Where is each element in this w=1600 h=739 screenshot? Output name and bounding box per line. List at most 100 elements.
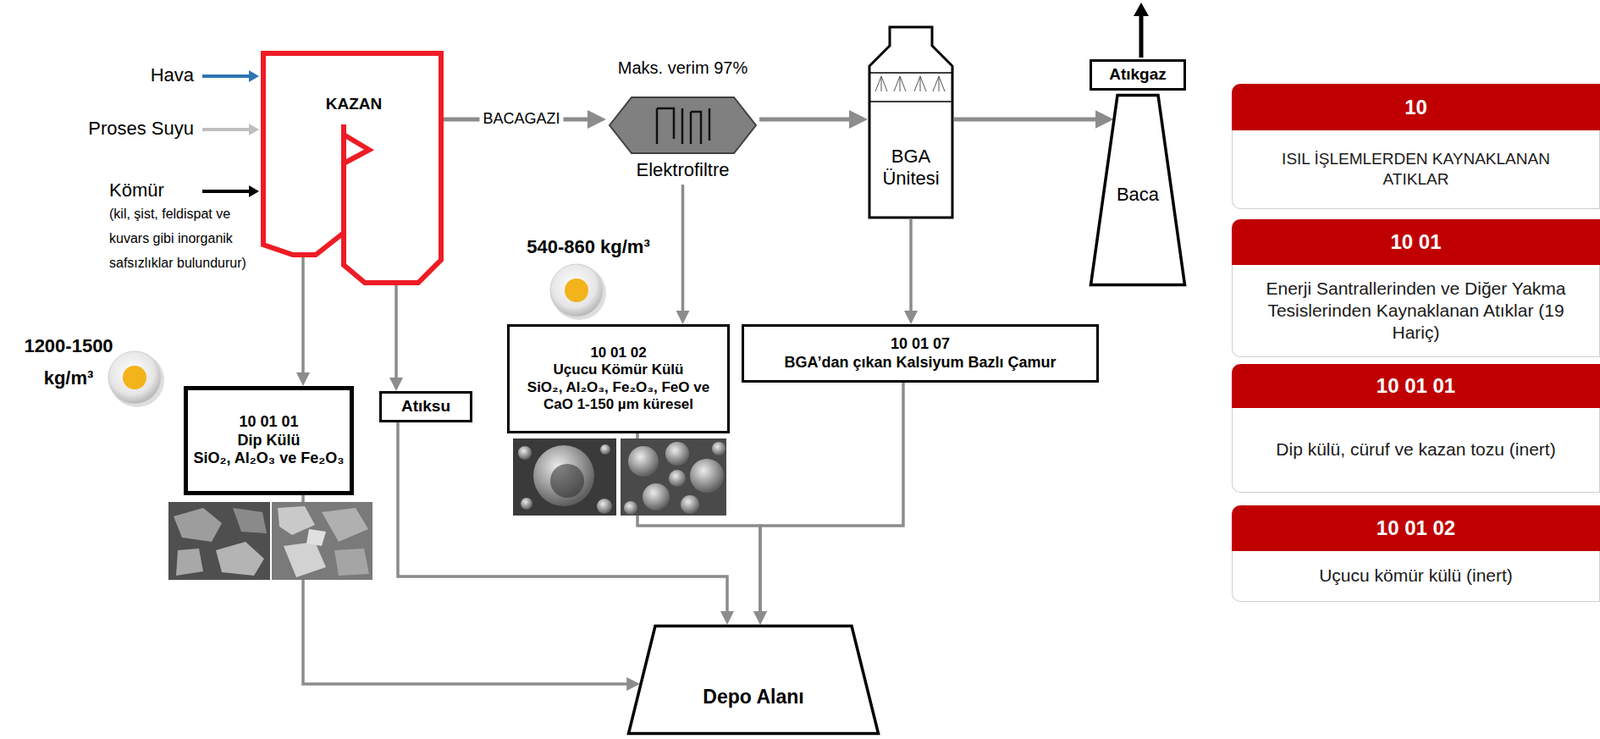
box-text: 10 01 02	[590, 344, 646, 362]
sem-particle	[176, 548, 204, 576]
shape-text: BGA Ünitesi	[874, 145, 948, 190]
flow-arrow	[909, 219, 913, 318]
sem-particle	[215, 541, 265, 576]
spray-level	[869, 72, 953, 102]
filter-hexagon	[609, 97, 756, 154]
card-header: 10	[1231, 83, 1600, 131]
flow-arrow	[681, 184, 685, 318]
box-text: Dip Külü	[237, 431, 301, 451]
sem-image	[168, 502, 271, 580]
boiler-unit: KAZAN	[259, 50, 444, 286]
electrostatic-filter: Maks. verim 97% Elektrofiltre	[606, 55, 760, 183]
flow-arrow	[954, 117, 1105, 122]
note-text: (kil, şist, feldispat ve kuvars gibi ino…	[109, 201, 255, 276]
sem-sphere	[623, 501, 638, 515]
sem-sphere	[680, 495, 700, 514]
spray-nozzles	[875, 76, 945, 92]
code-card: 10 01Enerji Santrallerinden ve Diğer Yak…	[1231, 219, 1600, 358]
sem-particle	[321, 507, 369, 542]
input-label: Kömür	[109, 179, 211, 202]
density-label: 1200-1500 kg/m³	[5, 330, 133, 395]
ash-icon	[550, 264, 603, 317]
card-header: 10 01 02	[1231, 505, 1600, 552]
sem-particle	[334, 548, 370, 576]
code-card: 10 01 02Uçucu kömür külü (inert)	[1231, 505, 1600, 602]
box-text: Uçucu Kömür Külü	[553, 361, 685, 379]
shape-text: Elektrofiltre	[606, 159, 760, 182]
air-input-head	[248, 70, 260, 83]
code-card: 10ISIL İŞLEMLERDEN KAYNAKLANAN ATIKLAR	[1231, 83, 1600, 210]
input-label: Hava	[84, 64, 194, 87]
box-text: Atıksu	[401, 397, 451, 417]
shape-text: Baca	[1106, 183, 1170, 206]
sem-sphere	[533, 445, 595, 507]
water-input-head	[248, 123, 260, 136]
ash-icon-dot	[122, 365, 147, 390]
edge-label: BACAGAZI	[479, 110, 563, 129]
sem-sphere	[518, 446, 532, 460]
coal-input-arrow	[202, 189, 251, 194]
exhaust-arrow	[1139, 13, 1144, 58]
shape-text: KAZAN	[307, 94, 401, 115]
filter-plates	[656, 108, 710, 144]
boiler-outline	[263, 53, 442, 283]
shape-text: Depo Alanı	[661, 685, 846, 710]
sem-sphere	[596, 498, 613, 514]
trapezoid-node: Baca	[1089, 93, 1187, 287]
water-input-arrow	[202, 127, 251, 132]
box-text: 10 01 07	[890, 335, 950, 354]
sem-sphere	[550, 463, 585, 498]
process-box: 10 01 07BGA’dan çıkan Kalsiyum Bazlı Çam…	[741, 324, 1099, 383]
node-outline	[259, 50, 444, 286]
density-label: 540-860 kg/m³	[507, 236, 669, 259]
flow-arrow	[397, 422, 728, 618]
sem-sphere	[642, 483, 670, 511]
sem-particle	[306, 529, 326, 547]
shape-text: Maks. verim 97%	[606, 57, 760, 78]
box-text: 10 01 01	[238, 413, 298, 432]
sem-sphere	[689, 458, 724, 493]
sem-image	[620, 438, 727, 516]
trapezoid-node: Depo Alanı	[627, 624, 880, 735]
sem-particle	[283, 541, 326, 578]
card-header: 10 01	[1231, 219, 1600, 265]
sem-particle	[232, 507, 267, 534]
box-text: SiO₂, Al₂O₃ ve Fe₂O₃	[193, 449, 344, 469]
trapezoid-outline	[1091, 95, 1186, 286]
flow-arrow	[303, 495, 634, 685]
sem-sphere	[628, 446, 659, 477]
tower-outline	[869, 27, 953, 218]
process-box: 10 01 02Uçucu Kömür KülüSiO₂, Al₂O₃, Fe₂…	[507, 324, 730, 434]
sem-particle	[173, 507, 222, 542]
trapezoid-outline	[628, 626, 879, 734]
flow-arrow	[760, 382, 904, 618]
process-box: Atıkgaz	[1089, 59, 1187, 91]
air-input-arrow	[202, 74, 251, 78]
sem-sphere	[668, 469, 686, 487]
sem-sphere	[520, 497, 533, 510]
sem-sphere	[600, 444, 611, 455]
flow-arrow	[759, 117, 859, 122]
flow-arrow	[394, 285, 398, 385]
sem-image	[513, 438, 617, 516]
node-outline	[627, 624, 880, 735]
card-body: Enerji Santrallerinden ve Diğer Yakma Te…	[1231, 264, 1600, 358]
box-text: SiO₂, Al₂O₃, Fe₂O₃, FeO ve CaO 1-150 µm …	[514, 379, 723, 414]
ash-icon	[108, 351, 161, 404]
ash-icon-dot	[564, 278, 589, 303]
card-body: ISIL İŞLEMLERDEN KAYNAKLANAN ATIKLAR	[1231, 130, 1600, 210]
code-card: 10 01 01Dip külü, cüruf ve kazan tozu (i…	[1231, 364, 1600, 493]
process-box: Atıksu	[379, 391, 473, 423]
coal-input-head	[248, 185, 260, 198]
process-box: 10 01 01Dip KülüSiO₂, Al₂O₃ ve Fe₂O₃	[183, 386, 354, 496]
node-outline	[867, 25, 955, 220]
box-text: Atıkgaz	[1108, 65, 1167, 85]
card-header: 10 01 01	[1231, 364, 1600, 409]
sem-sphere	[711, 441, 726, 456]
flow-arrow	[301, 257, 305, 380]
sem-sphere	[665, 441, 690, 466]
card-body: Uçucu kömür külü (inert)	[1231, 551, 1600, 602]
card-body: Dip külü, cüruf ve kazan tozu (inert)	[1231, 408, 1600, 493]
exhaust-head	[1133, 2, 1149, 17]
